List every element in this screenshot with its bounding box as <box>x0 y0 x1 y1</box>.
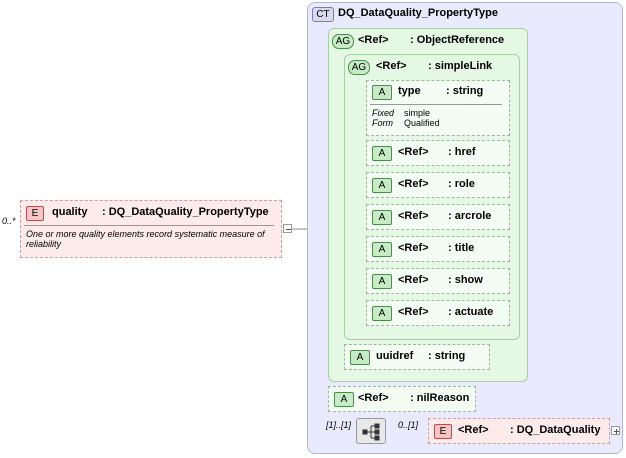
attribute-badge: A <box>350 350 370 365</box>
simple-link-ref: <Ref> <box>376 60 407 72</box>
collapse-icon[interactable] <box>283 224 292 233</box>
attribute-group-badge: AG <box>332 34 354 49</box>
element-badge: E <box>434 424 452 439</box>
attribute-badge: A <box>372 274 392 289</box>
sequence-icon <box>362 423 380 441</box>
attribute-actuate-name: : actuate <box>448 306 494 318</box>
object-reference-name: : ObjectReference <box>410 34 505 46</box>
attribute-group-badge: AG <box>348 60 370 75</box>
attribute-badge: A <box>372 306 392 321</box>
attribute-role-name: : role <box>448 178 475 190</box>
attribute-ref: <Ref> <box>398 210 429 222</box>
simple-link-name: : simpleLink <box>428 60 493 72</box>
attribute-type-divider <box>370 104 502 105</box>
attribute-uuidref-type: : string <box>428 350 466 362</box>
attribute-show-name: : show <box>448 274 483 286</box>
attribute-badge: A <box>372 85 392 100</box>
attribute-nil-reason-name: : nilReason <box>410 392 470 404</box>
attribute-badge: A <box>372 242 392 257</box>
fixed-label: Fixed <box>372 108 395 118</box>
attribute-ref: <Ref> <box>398 274 429 286</box>
attribute-ref: <Ref> <box>398 178 429 190</box>
element-quality-name: quality <box>52 206 88 218</box>
element-dq-name: : DQ_DataQuality <box>510 424 601 436</box>
attribute-badge: A <box>372 178 392 193</box>
attribute-badge: A <box>372 146 392 161</box>
attribute-title-name: : title <box>448 242 475 254</box>
element-quality-documentation: One or more quality elements record syst… <box>26 229 265 249</box>
element-quality[interactable] <box>20 200 282 258</box>
element-badge: E <box>26 206 44 221</box>
sequence-occurrence: [1]..[1] <box>326 420 352 430</box>
attribute-href-name: : href <box>448 146 476 158</box>
element-dq-ref: <Ref> <box>458 424 489 436</box>
attribute-ref: <Ref> <box>398 146 429 158</box>
attribute-ref: <Ref> <box>398 242 429 254</box>
form-value: Qualified <box>404 118 440 128</box>
element-dq-data-quality[interactable] <box>428 418 610 444</box>
complex-type-badge: CT <box>312 7 334 22</box>
attribute-badge: A <box>334 392 354 407</box>
attribute-type-type: : string <box>446 85 484 97</box>
object-reference-ref: <Ref> <box>358 34 389 46</box>
form-label: Form <box>372 118 393 128</box>
element-quality-divider <box>24 225 274 226</box>
attribute-uuidref-name: uuidref <box>376 350 414 362</box>
element-quality-type: : DQ_DataQuality_PropertyType <box>102 206 269 218</box>
quality-occurrence: 0..* <box>2 216 16 226</box>
dq-occurrence: 0..[1] <box>398 420 419 430</box>
complex-type-name: DQ_DataQuality_PropertyType <box>338 7 498 19</box>
expand-icon[interactable] <box>611 426 620 435</box>
attribute-arcrole-name: : arcrole <box>448 210 492 222</box>
attribute-ref: <Ref> <box>398 306 429 318</box>
attribute-ref: <Ref> <box>358 392 389 404</box>
fixed-value: simple <box>404 108 431 118</box>
attribute-arcrole-box <box>366 204 510 230</box>
attribute-badge: A <box>372 210 392 225</box>
attribute-type-name: type <box>398 85 421 97</box>
sequence-compositor[interactable] <box>356 418 386 444</box>
